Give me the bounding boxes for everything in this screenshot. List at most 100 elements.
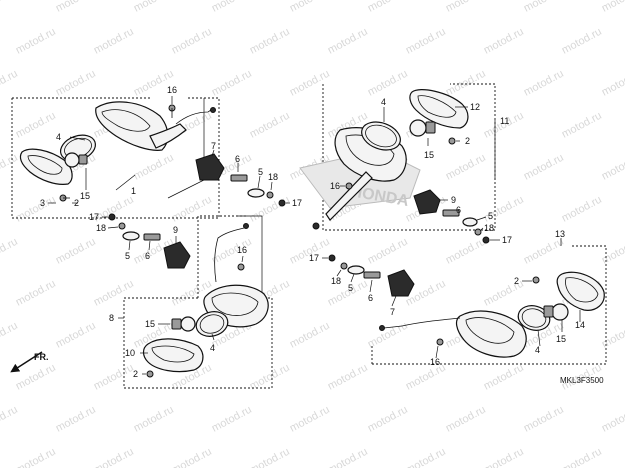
watermark-text: motod.ru	[0, 68, 20, 99]
washer-5-front-right	[462, 217, 478, 227]
watermark-text: motod.ru	[600, 152, 625, 183]
watermark-text: motod.ru	[482, 446, 526, 468]
terminal-6-upper	[230, 174, 248, 182]
callout-2: 2	[133, 369, 138, 379]
watermark-text: motod.ru	[326, 446, 370, 468]
front-right-lens	[409, 89, 469, 129]
watermark-text: motod.ru	[132, 152, 176, 183]
callout-7: 7	[211, 141, 216, 151]
watermark-text: motod.ru	[170, 194, 214, 225]
watermark-text: motod.ru	[444, 0, 488, 15]
callout-12: 12	[470, 102, 480, 112]
callout-16: 16	[430, 357, 440, 367]
callout-18: 18	[96, 223, 106, 233]
callout-6: 6	[235, 154, 240, 164]
assembly-frame-rear-left	[123, 297, 273, 389]
screw-16-front-right	[345, 182, 353, 190]
washer-18-center	[340, 262, 348, 270]
watermark-text: motod.ru	[404, 446, 448, 468]
callout-5: 5	[488, 211, 493, 221]
callout-4: 4	[210, 343, 215, 353]
rear-right-housing	[379, 310, 527, 358]
callout-14: 14	[575, 320, 585, 330]
socket-9-mid-left	[163, 241, 191, 269]
watermark-text: motod.ru	[14, 110, 58, 141]
front-left-lens	[19, 148, 73, 185]
watermark-text: motod.ru	[132, 0, 176, 15]
assembly-frame-rear-right	[372, 245, 607, 365]
nut-17-mid-left	[108, 213, 116, 221]
nut-17-center	[328, 254, 336, 262]
callout-18: 18	[331, 276, 341, 286]
watermark-text: motod.ru	[288, 68, 332, 99]
terminal-6-center	[363, 271, 381, 279]
callout-16: 16	[167, 85, 177, 95]
callout-6: 6	[368, 293, 373, 303]
callout-2: 2	[465, 136, 470, 146]
watermark-text: motod.ru	[54, 404, 98, 435]
watermark-text: motod.ru	[248, 110, 292, 141]
watermark-text: motod.ru	[482, 278, 526, 309]
watermark-text: motod.ru	[600, 236, 625, 267]
watermark-text: motod.ru	[404, 362, 448, 393]
watermark-text: motod.ru	[132, 404, 176, 435]
callout-9: 9	[451, 195, 456, 205]
screw-16-top	[168, 104, 176, 118]
callout-17: 17	[292, 198, 302, 208]
watermark-text: motod.ru	[560, 446, 604, 468]
screw-16-rear-left	[237, 263, 245, 271]
watermark-text: motod.ru	[210, 404, 254, 435]
watermark-text: motod.ru	[14, 446, 58, 468]
rear-left-bulb	[171, 316, 196, 332]
watermark-text: motod.ru	[366, 0, 410, 15]
washer-18-mid-left	[118, 222, 126, 230]
callout-2: 2	[514, 276, 519, 286]
callout-2: 2	[74, 198, 79, 208]
washer-18-upper	[266, 191, 274, 199]
screw-2-front-right	[448, 137, 456, 145]
watermark-text: motod.ru	[600, 404, 625, 435]
watermark-text: motod.ru	[92, 26, 136, 57]
callout-5: 5	[125, 251, 130, 261]
callout-15: 15	[424, 150, 434, 160]
callout-4: 4	[56, 132, 61, 142]
washer-18-front-right	[474, 228, 482, 236]
watermark-text: motod.ru	[366, 68, 410, 99]
watermark-text: motod.ru	[210, 0, 254, 15]
callout-16: 16	[330, 181, 340, 191]
callout-4: 4	[535, 345, 540, 355]
watermark-text: motod.ru	[54, 320, 98, 351]
callout-6: 6	[456, 205, 461, 215]
watermark-text: motod.ru	[0, 404, 20, 435]
callout-10: 10	[125, 348, 135, 358]
watermark-text: motod.ru	[92, 446, 136, 468]
watermark-text: motod.ru	[288, 0, 332, 15]
watermark-text: motod.ru	[0, 320, 20, 351]
watermark-text: motod.ru	[522, 68, 566, 99]
watermark-text: motod.ru	[522, 0, 566, 15]
socket-9-front-right	[413, 189, 441, 215]
callout-5: 5	[258, 167, 263, 177]
watermark-text: motod.ru	[600, 320, 625, 351]
watermark-text: motod.ru	[600, 68, 625, 99]
callout-11: 11	[500, 116, 509, 126]
callout-1: 1	[131, 186, 136, 196]
rear-right-bulb	[543, 303, 569, 321]
watermark-text: motod.ru	[444, 236, 488, 267]
watermark-text: motod.ru	[404, 26, 448, 57]
socket-7-center	[387, 269, 415, 297]
watermark-text: motod.ru	[54, 68, 98, 99]
watermark-text: motod.ru	[522, 236, 566, 267]
watermark-text: motod.ru	[560, 110, 604, 141]
nut-17-front-right	[482, 236, 490, 244]
callout-9: 9	[173, 225, 178, 235]
watermark-text: motod.ru	[288, 404, 332, 435]
rear-right-lens	[556, 271, 605, 311]
callout-numbers: 1 2 3 4 15 16 4 12 11 2 15 16 9 6 5 18 1…	[40, 85, 585, 379]
watermark-text: motod.ru	[248, 26, 292, 57]
watermark-text: motod.ru	[92, 278, 136, 309]
callout-17: 17	[309, 253, 319, 263]
watermark-text: motod.ru	[14, 194, 58, 225]
